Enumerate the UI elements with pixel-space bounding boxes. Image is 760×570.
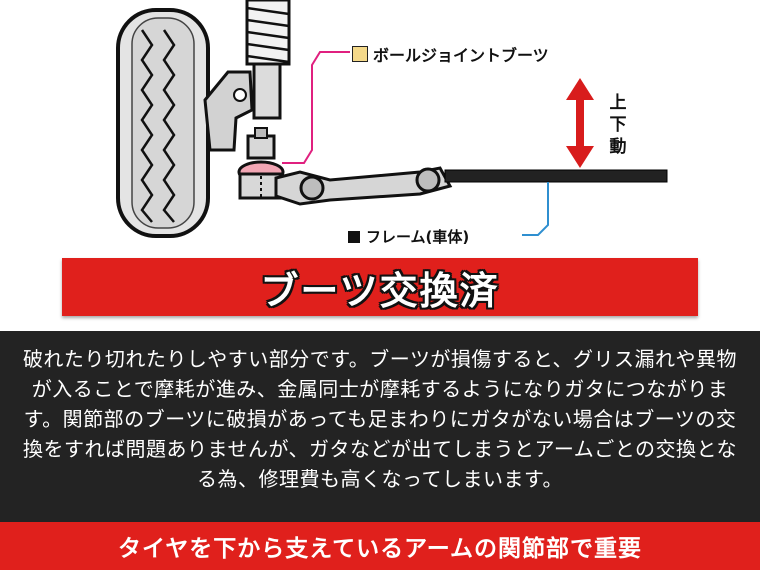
shock-absorber [245, 0, 291, 120]
footer-text: タイヤを下から支えているアームの関節部で重要 [117, 536, 643, 562]
boot-label: ボールジョイントブーツ [352, 42, 549, 66]
up-down-label: 上下動 [609, 93, 627, 157]
footer-bar: タイヤを下から支えているアームの関節部で重要 [0, 522, 760, 570]
tire [116, 8, 210, 238]
boot-leader-line [282, 51, 350, 164]
suspension-diagram: ボールジョイントブーツ フレーム(車体) 上下動 [0, 0, 760, 258]
suspension-illustration [116, 0, 668, 238]
vehicle-frame [444, 169, 668, 183]
boot-swatch [352, 46, 368, 62]
frame-leader-line [522, 182, 549, 236]
description-text: 破れたり切れたりしやすい部分です。ブーツが損傷すると、グリス漏れや異物が入ること… [22, 347, 738, 491]
frame-label-text: フレーム(車体) [366, 228, 470, 246]
description-panel: 破れたり切れたりしやすい部分です。ブーツが損傷すると、グリス漏れや異物が入ること… [0, 331, 760, 522]
lower-arm [274, 166, 453, 206]
boot-label-text: ボールジョイントブーツ [373, 46, 549, 65]
banner-title: ブーツ交換済 [260, 268, 500, 313]
status-banner: ブーツ交換済 [62, 258, 698, 316]
up-down-arrow [566, 78, 594, 168]
frame-bullet [348, 230, 360, 243]
knuckle [203, 70, 254, 152]
frame-label: フレーム(車体) [348, 226, 469, 247]
